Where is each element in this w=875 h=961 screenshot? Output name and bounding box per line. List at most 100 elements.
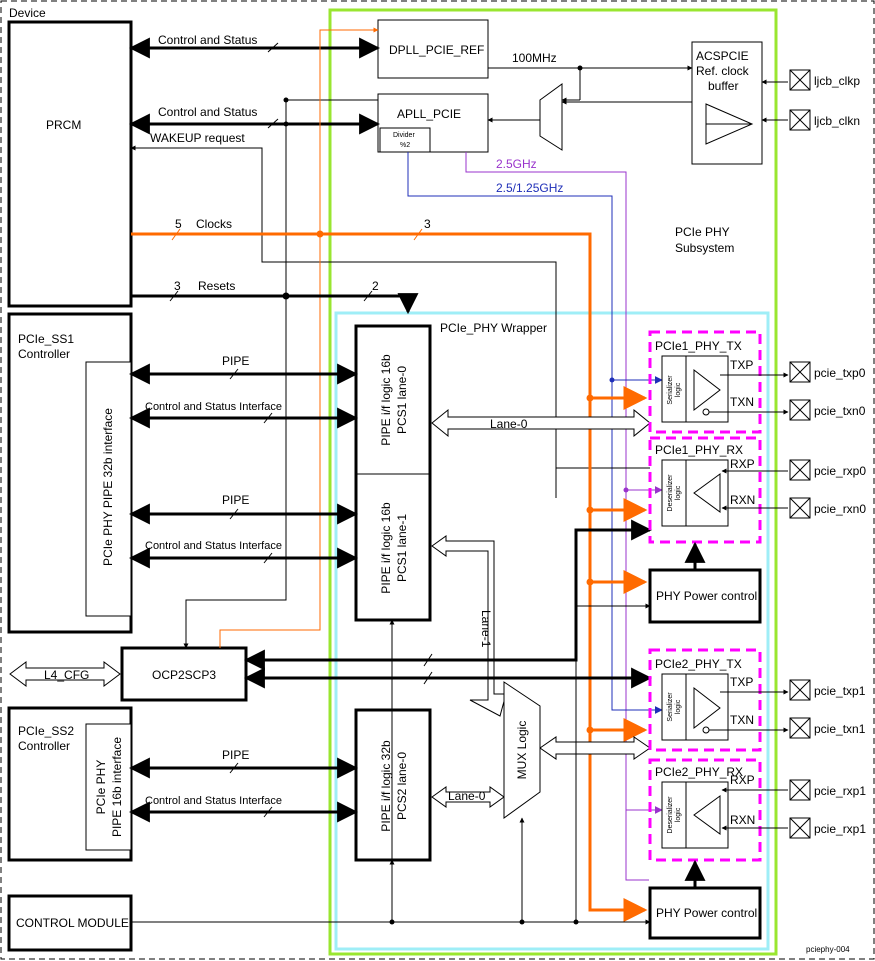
bus-width-3-clocks: 3 bbox=[424, 217, 431, 231]
svg-text:pcie_rxn0: pcie_rxn0 bbox=[814, 502, 866, 516]
csi-label-2: Control and Status Interface bbox=[145, 540, 282, 552]
ss2-label-1: PCIe_SS2 bbox=[18, 724, 74, 738]
lane0-label-2: Lane-0 bbox=[448, 789, 486, 803]
phy-subsystem-boundary bbox=[328, 8, 778, 956]
csi-label-3: Control and Status Interface bbox=[145, 795, 282, 807]
ocp2scp3-label: OCP2SCP3 bbox=[152, 668, 216, 682]
svg-text:logic: logic bbox=[675, 382, 682, 397]
acspcie-buffer-block bbox=[691, 41, 763, 165]
svg-text:ljcb_clkn: ljcb_clkn bbox=[814, 114, 860, 128]
pcs1-lane1-label-2: PCS1 lane-1 bbox=[395, 514, 409, 582]
l4-cfg-bus-arrow bbox=[9, 661, 121, 687]
svg-text:Serializer: Serializer bbox=[667, 375, 674, 405]
svg-text:pcie_txp1: pcie_txp1 bbox=[814, 684, 866, 698]
pin-pcie-txp0: pcie_txp0 bbox=[789, 361, 866, 383]
pcie2-phy-rx-label: PCIe2_PHY_RX bbox=[655, 765, 743, 779]
pcs2-lane0-label-1: PIPE i/f logic 32b bbox=[379, 740, 393, 832]
freq-2-5-1-25ghz-label: 2.5/1.25GHz bbox=[496, 181, 563, 195]
wrapper-label: PCIe_PHY Wrapper bbox=[440, 321, 547, 335]
svg-text:TXP: TXP bbox=[730, 358, 753, 372]
pin-pcie-txn1: pcie_txn1 bbox=[789, 717, 866, 739]
pin-pcie-rxp1-a: pcie_rxp1 bbox=[789, 779, 866, 801]
pin-pcie-rxn0: pcie_rxn0 bbox=[789, 497, 866, 519]
svg-text:Deserializer: Deserializer bbox=[667, 474, 674, 512]
svg-text:pcie_rxp1: pcie_rxp1 bbox=[814, 822, 866, 836]
pin-pcie-txp1: pcie_txp1 bbox=[789, 679, 866, 701]
prcm-block bbox=[7, 20, 133, 308]
pipe-label-3: PIPE bbox=[222, 748, 249, 762]
svg-text:PHY Power control: PHY Power control bbox=[656, 589, 757, 603]
pcie1-phy-rx-group: PCIe1_PHY_RX Deserializer logic RXP RXN bbox=[648, 436, 762, 544]
prcm-label: PRCM bbox=[46, 118, 81, 132]
divider-label-2: %2 bbox=[400, 142, 410, 149]
svg-text:Deserializer: Deserializer bbox=[667, 796, 674, 834]
divider-label-1: Divider bbox=[393, 132, 415, 139]
lane0-label-1: Lane-0 bbox=[490, 417, 528, 431]
l4-cfg-label: L4_CFG bbox=[44, 668, 89, 682]
ss1-label-1: PCIe_SS1 bbox=[18, 332, 74, 346]
pin-connections bbox=[709, 79, 789, 831]
dpll-label: DPLL_PCIE_REF bbox=[389, 43, 484, 57]
svg-text:RXN: RXN bbox=[730, 813, 755, 827]
ss1-label-2: Controller bbox=[18, 347, 70, 361]
pcs2-lane0-label-2: PCS2 lane-0 bbox=[395, 752, 409, 820]
pcie1-phy-tx-group: PCIe1_PHY_TX Serializer logic TXP TXN bbox=[648, 330, 762, 434]
pcs1-lane0-label-2: PCS1 lane-0 bbox=[395, 366, 409, 434]
pcie2-phy-tx-label: PCIe2_PHY_TX bbox=[655, 657, 742, 671]
svg-text:pcie_txn0: pcie_txn0 bbox=[814, 404, 866, 418]
ss2-pipe-interface-block bbox=[85, 723, 132, 851]
svg-text:pcie_rxp0: pcie_rxp0 bbox=[814, 464, 866, 478]
lane0-bus-arrow bbox=[431, 408, 651, 438]
csi-label-1: Control and Status Interface bbox=[145, 401, 282, 413]
svg-text:RXP: RXP bbox=[730, 773, 755, 787]
pipe-label-2: PIPE bbox=[222, 493, 249, 507]
pcie2-phy-rx-group: PCIe2_PHY_RX Deserializer logic RXP RXN bbox=[648, 758, 762, 862]
svg-text:logic: logic bbox=[675, 807, 682, 822]
pcie1-phy-tx-label: PCIe1_PHY_TX bbox=[655, 339, 742, 353]
wakeup-label: WAKEUP request bbox=[150, 131, 245, 145]
svg-text:RXP: RXP bbox=[730, 457, 755, 471]
control-status-label-1: Control and Status bbox=[158, 33, 257, 47]
resets-label: Resets bbox=[198, 279, 235, 293]
pcs1-lane1-label-1: PIPE i/f logic 16b bbox=[379, 502, 393, 594]
pin-ljcb-clkp: ljcb_clkp bbox=[789, 69, 860, 91]
pipe-label-1: PIPE bbox=[222, 354, 249, 368]
bus-width-5: 5 bbox=[175, 217, 182, 231]
subsystem-label-1: PCIe PHY bbox=[675, 225, 730, 239]
control-status-label-2: Control and Status bbox=[158, 105, 257, 119]
acspcie-label-2: Ref. clock bbox=[696, 64, 750, 78]
clock-mux-icon bbox=[539, 83, 563, 151]
ss2-interface-label-1: PCIe PHY bbox=[94, 760, 108, 815]
lane1-bus-arrow bbox=[431, 535, 507, 717]
mux-logic-label: MUX Logic bbox=[515, 721, 529, 780]
svg-text:TXN: TXN bbox=[730, 395, 754, 409]
ss2-label-2: Controller bbox=[18, 739, 70, 753]
tx-driver-icon bbox=[693, 368, 721, 412]
figure-id: pciephy-004 bbox=[806, 945, 850, 954]
acspcie-label-3: buffer bbox=[708, 79, 738, 93]
pin-pcie-txn0: pcie_txn0 bbox=[789, 399, 866, 421]
pcie2-phy-tx-group: PCIe2_PHY_TX Serializer logic TXP TXN bbox=[648, 648, 762, 752]
svg-text:TXP: TXP bbox=[730, 675, 753, 689]
svg-text:pcie_txp0: pcie_txp0 bbox=[814, 366, 866, 380]
svg-text:pcie_rxp1: pcie_rxp1 bbox=[814, 784, 866, 798]
bus-width-2: 2 bbox=[372, 279, 379, 293]
rx-receiver-icon bbox=[693, 473, 721, 513]
device-label: Device bbox=[9, 6, 46, 20]
pin-pcie-rxp1-b: pcie_rxp1 bbox=[789, 817, 866, 839]
svg-text:Serializer: Serializer bbox=[667, 692, 674, 722]
svg-text:logic: logic bbox=[675, 485, 682, 500]
svg-text:PHY Power control: PHY Power control bbox=[656, 906, 757, 920]
lane1-label: Lane-1 bbox=[479, 610, 493, 648]
control-module-label: CONTROL MODULE bbox=[16, 916, 129, 930]
freq-2-5ghz-label: 2.5GHz bbox=[496, 157, 537, 171]
pcs1-lane0-label-1: PIPE i/f logic 16b bbox=[379, 354, 393, 446]
dpll-pcie-ref-block bbox=[377, 19, 489, 79]
acspcie-label-1: ACSPCIE bbox=[696, 49, 749, 63]
svg-text:TXN: TXN bbox=[730, 713, 754, 727]
ss1-pipe-interface-block bbox=[85, 361, 132, 617]
control-module-block bbox=[7, 894, 133, 952]
pcs2-block bbox=[354, 708, 432, 862]
ss1-interface-label: PCIe PHY PIPE 32b interface bbox=[101, 408, 115, 566]
